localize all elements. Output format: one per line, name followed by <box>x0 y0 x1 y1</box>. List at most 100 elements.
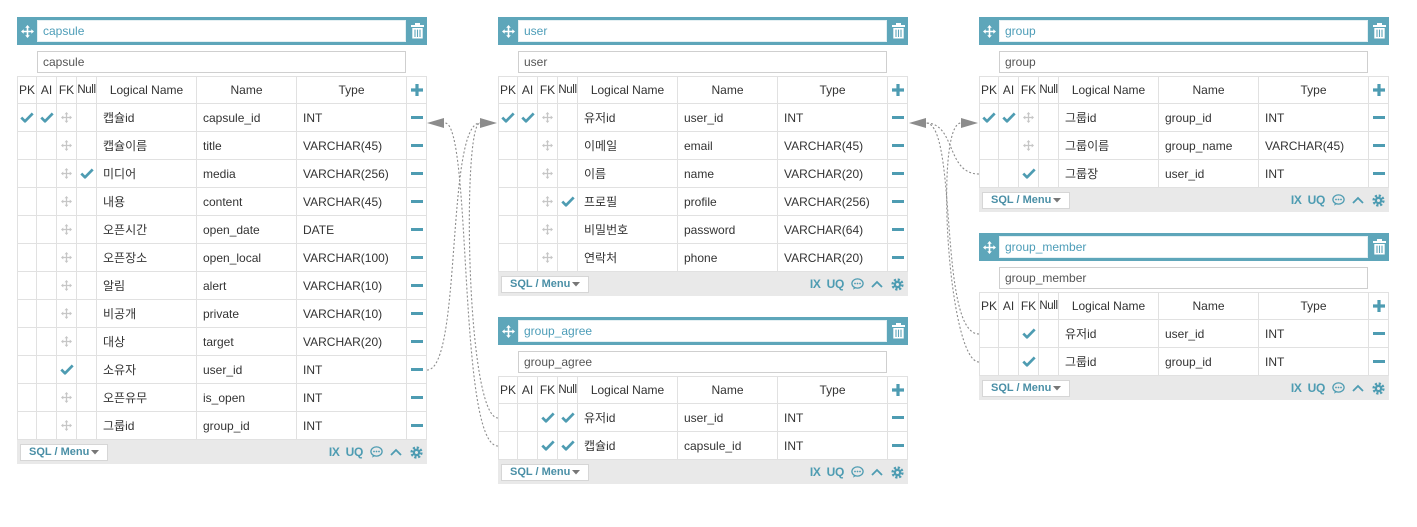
column-fk-cell[interactable] <box>1019 348 1039 376</box>
column-fk-cell[interactable] <box>538 188 558 216</box>
column-null-cell[interactable] <box>77 132 97 160</box>
drag-handle-icon[interactable] <box>61 308 72 319</box>
column-name[interactable]: private <box>197 300 297 328</box>
remove-column-button[interactable] <box>888 132 908 160</box>
move-icon[interactable] <box>17 17 37 45</box>
move-icon[interactable] <box>979 17 999 45</box>
column-type[interactable]: INT <box>1259 160 1369 188</box>
column-fk-cell[interactable] <box>57 412 77 440</box>
column-logical-name[interactable]: 그룹id <box>1059 348 1159 376</box>
remove-column-button[interactable] <box>1369 104 1389 132</box>
trash-icon[interactable] <box>1369 233 1389 261</box>
unique-button[interactable]: UQ <box>826 277 845 291</box>
column-ai-cell[interactable] <box>37 244 57 272</box>
column-pk-cell[interactable] <box>17 384 37 412</box>
chevron-up-icon[interactable] <box>870 277 884 291</box>
column-type[interactable]: INT <box>297 384 407 412</box>
column-fk-cell[interactable] <box>57 356 77 384</box>
remove-column-button[interactable] <box>1369 160 1389 188</box>
column-name[interactable]: media <box>197 160 297 188</box>
column-name[interactable]: title <box>197 132 297 160</box>
remove-column-button[interactable] <box>888 104 908 132</box>
column-null-cell[interactable] <box>558 132 578 160</box>
column-null-cell[interactable] <box>77 188 97 216</box>
column-type[interactable]: INT <box>1259 348 1369 376</box>
column-logical-name[interactable]: 프로필 <box>578 188 678 216</box>
column-type[interactable]: VARCHAR(256) <box>778 188 888 216</box>
chevron-up-icon[interactable] <box>870 465 884 479</box>
column-pk-cell[interactable] <box>17 244 37 272</box>
column-pk-cell[interactable] <box>17 328 37 356</box>
drag-handle-icon[interactable] <box>542 140 553 151</box>
column-type[interactable]: INT <box>297 412 407 440</box>
column-name[interactable]: target <box>197 328 297 356</box>
column-fk-cell[interactable] <box>57 328 77 356</box>
column-type[interactable]: INT <box>1259 104 1369 132</box>
table-comment-input[interactable] <box>518 51 887 73</box>
unique-button[interactable]: UQ <box>826 465 845 479</box>
remove-column-button[interactable] <box>888 160 908 188</box>
remove-column-button[interactable] <box>407 412 427 440</box>
column-type[interactable]: INT <box>297 356 407 384</box>
unique-button[interactable]: UQ <box>345 445 364 459</box>
column-logical-name[interactable]: 미디어 <box>97 160 197 188</box>
column-null-cell[interactable] <box>77 328 97 356</box>
column-ai-cell[interactable] <box>999 160 1019 188</box>
remove-column-button[interactable] <box>1369 132 1389 160</box>
column-name[interactable]: user_id <box>1159 160 1259 188</box>
column-fk-cell[interactable] <box>538 216 558 244</box>
column-logical-name[interactable]: 비공개 <box>97 300 197 328</box>
drag-handle-icon[interactable] <box>542 168 553 179</box>
trash-icon[interactable] <box>888 317 908 345</box>
column-name[interactable]: name <box>678 160 778 188</box>
remove-column-button[interactable] <box>1369 348 1389 376</box>
column-logical-name[interactable]: 내용 <box>97 188 197 216</box>
column-null-cell[interactable] <box>77 356 97 384</box>
column-null-cell[interactable] <box>558 244 578 272</box>
add-column-button[interactable] <box>888 376 908 404</box>
column-null-cell[interactable] <box>77 244 97 272</box>
column-type[interactable]: DATE <box>297 216 407 244</box>
drag-handle-icon[interactable] <box>61 252 72 263</box>
column-ai-cell[interactable] <box>37 104 57 132</box>
column-type[interactable]: VARCHAR(20) <box>778 160 888 188</box>
trash-icon[interactable] <box>888 17 908 45</box>
table-comment-input[interactable] <box>37 51 406 73</box>
column-ai-cell[interactable] <box>518 404 538 432</box>
column-logical-name[interactable]: 소유자 <box>97 356 197 384</box>
column-logical-name[interactable]: 캡슐이름 <box>97 132 197 160</box>
remove-column-button[interactable] <box>407 104 427 132</box>
column-logical-name[interactable]: 유저id <box>578 104 678 132</box>
column-type[interactable]: VARCHAR(20) <box>778 244 888 272</box>
column-fk-cell[interactable] <box>57 216 77 244</box>
column-name[interactable]: is_open <box>197 384 297 412</box>
column-fk-cell[interactable] <box>538 432 558 460</box>
column-fk-cell[interactable] <box>57 160 77 188</box>
column-pk-cell[interactable] <box>498 132 518 160</box>
column-pk-cell[interactable] <box>17 132 37 160</box>
column-logical-name[interactable]: 유저id <box>578 404 678 432</box>
chevron-up-icon[interactable] <box>389 445 403 459</box>
column-ai-cell[interactable] <box>518 244 538 272</box>
column-null-cell[interactable] <box>77 300 97 328</box>
column-fk-cell[interactable] <box>1019 160 1039 188</box>
column-fk-cell[interactable] <box>538 244 558 272</box>
column-ai-cell[interactable] <box>518 432 538 460</box>
column-ai-cell[interactable] <box>518 216 538 244</box>
column-null-cell[interactable] <box>77 216 97 244</box>
comment-icon[interactable] <box>850 277 864 291</box>
index-button[interactable]: IX <box>328 445 340 459</box>
column-name[interactable]: profile <box>678 188 778 216</box>
drag-handle-icon[interactable] <box>1023 140 1034 151</box>
column-null-cell[interactable] <box>558 432 578 460</box>
column-ai-cell[interactable] <box>37 160 57 188</box>
table-comment-input[interactable] <box>518 351 887 373</box>
